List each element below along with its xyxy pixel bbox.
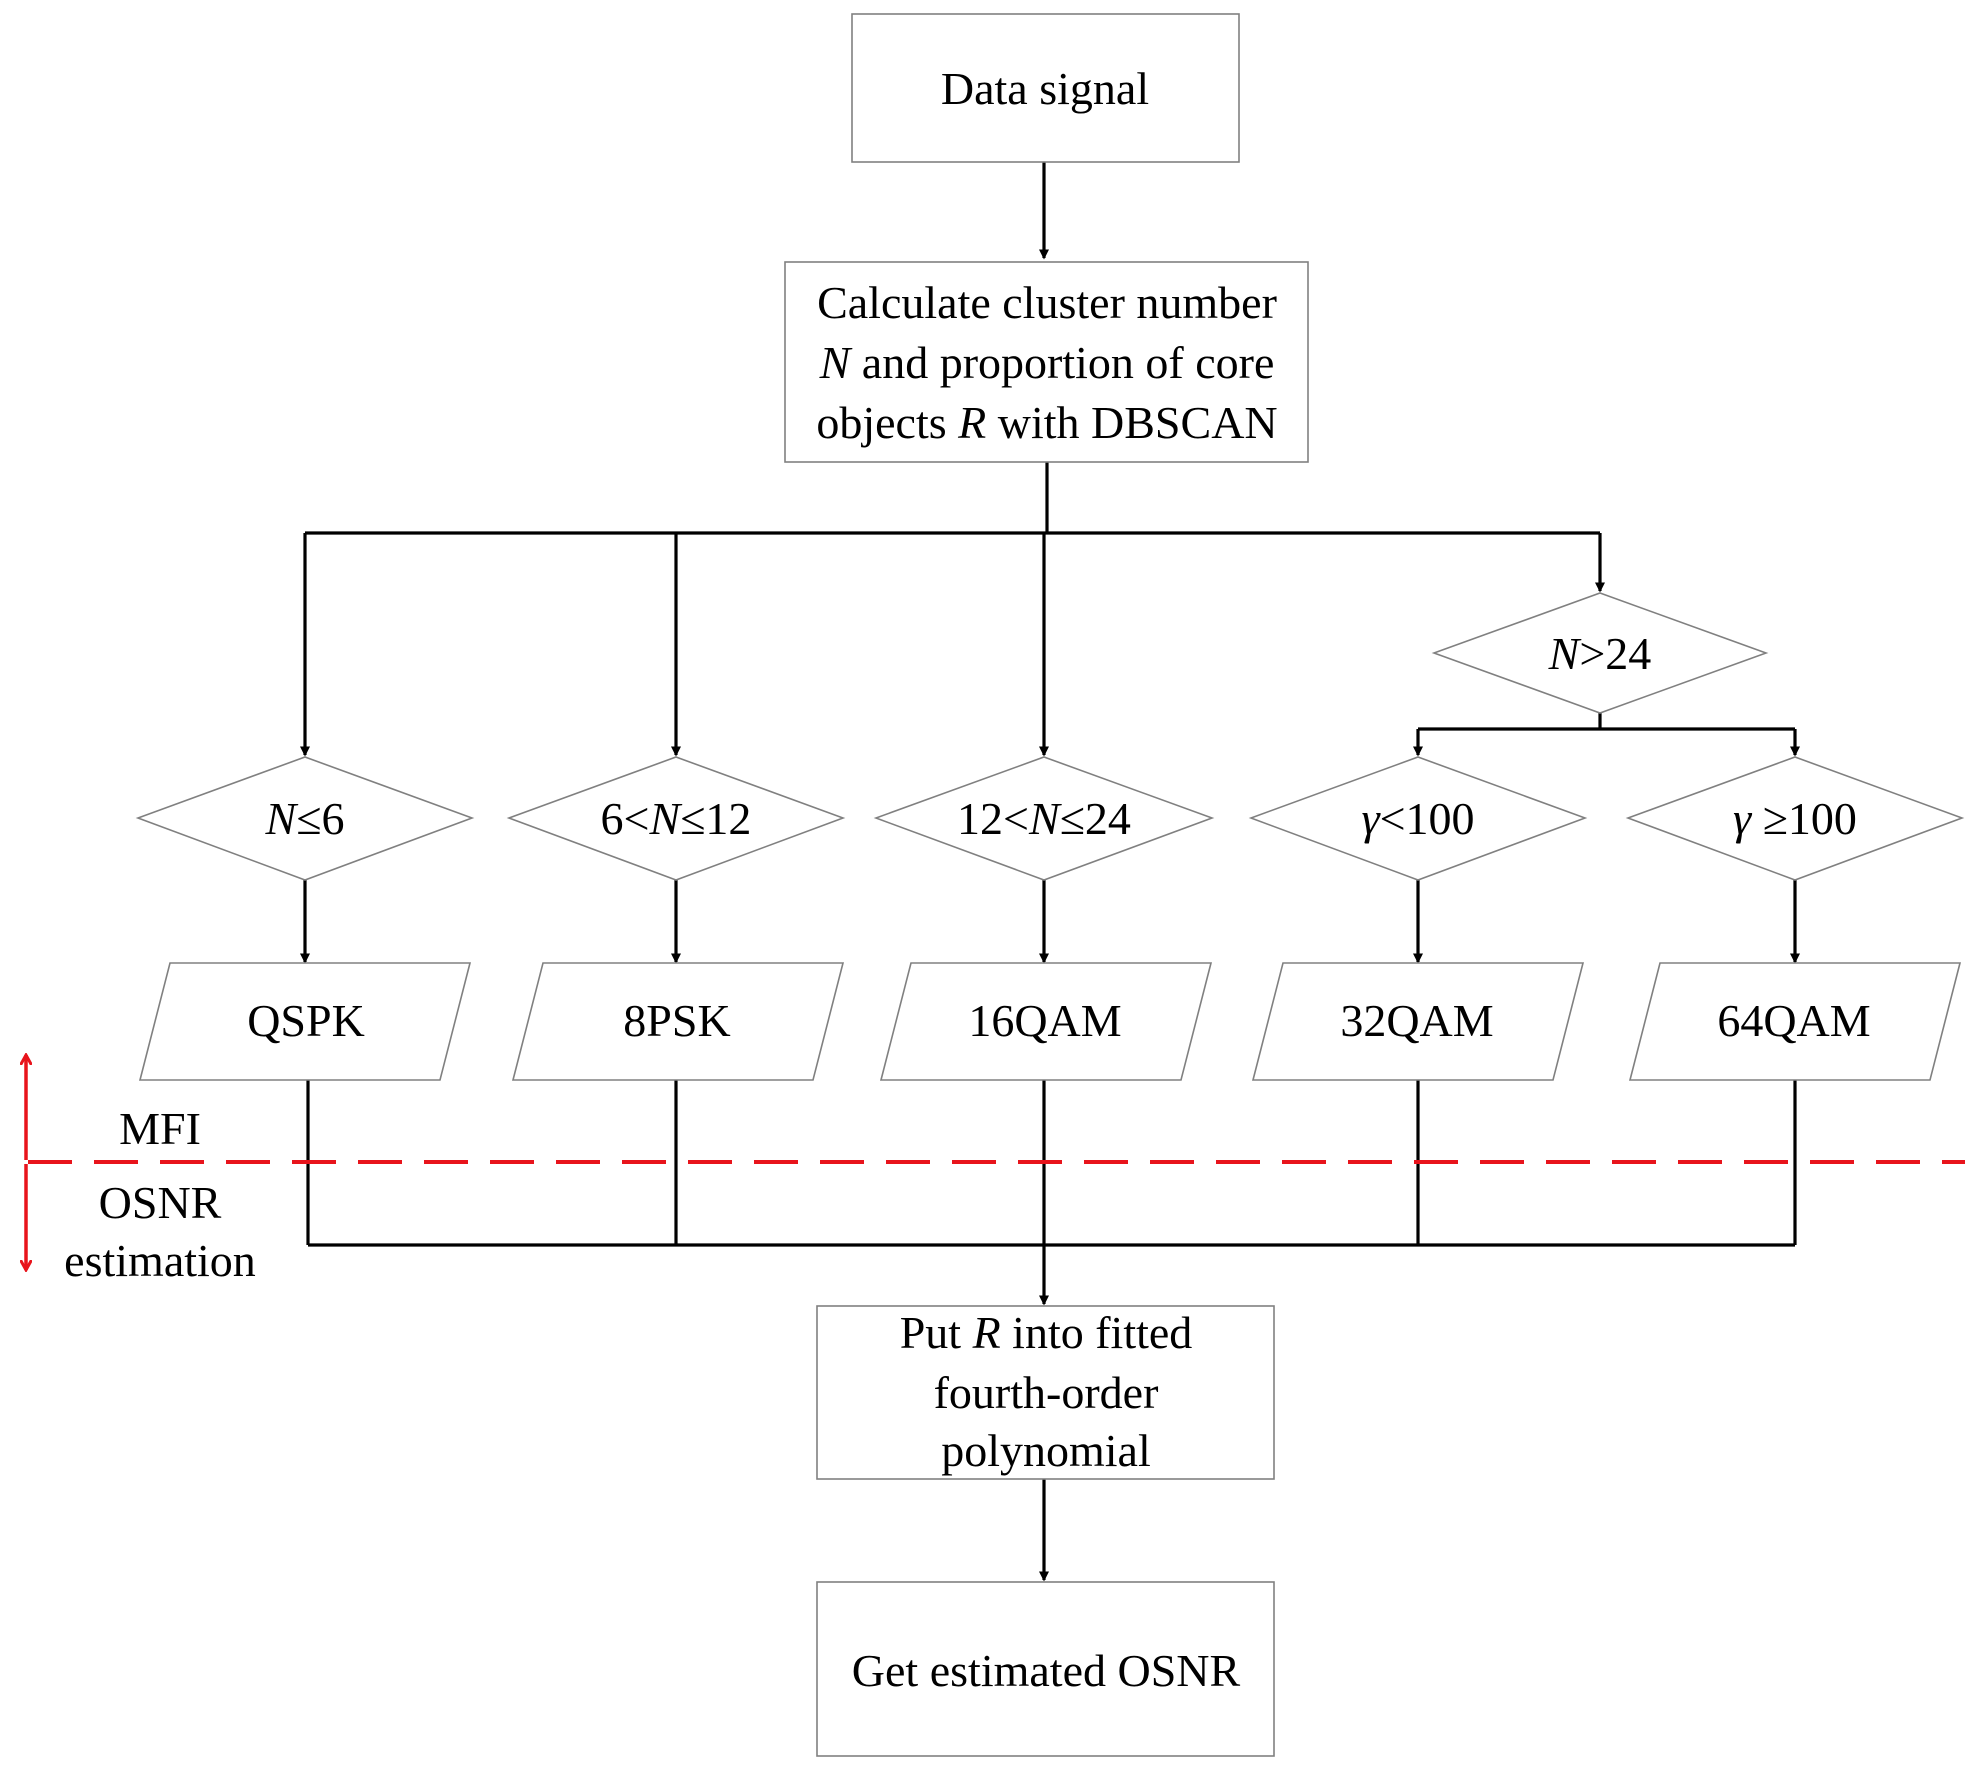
decision-12-n-24: 12<N≤24	[873, 756, 1215, 881]
output-64qam: 64QAM	[1628, 962, 1962, 1081]
decision-gamma-ge-100: γ ≥100	[1625, 756, 1965, 881]
polynomial-line-3: polynomial	[941, 1425, 1151, 1476]
data-signal-label: Data signal	[941, 63, 1149, 114]
decision-n-le-6: N≤6	[135, 756, 475, 881]
result-label: Get estimated OSNR	[852, 1645, 1241, 1696]
output-16qam: 16QAM	[879, 962, 1213, 1081]
box-data-signal: Data signal	[851, 13, 1240, 163]
12-n-24-label: 12<N≤24	[957, 793, 1131, 844]
n-gt-24-label: N>24	[1548, 628, 1652, 679]
8psk-label: 8PSK	[623, 995, 730, 1046]
dbscan-line-2: N and proportion of core	[819, 337, 1275, 388]
connectors	[300, 162, 1800, 1582]
output-32qam: 32QAM	[1251, 962, 1585, 1081]
dbscan-line-3: objects R with DBSCAN	[816, 397, 1277, 448]
box-polynomial: Put R into fitted fourth-order polynomia…	[816, 1305, 1275, 1480]
16qam-label: 16QAM	[968, 995, 1121, 1046]
decision-6-n-12: 6<N≤12	[506, 756, 846, 881]
32qam-label: 32QAM	[1340, 995, 1493, 1046]
label-osnr: OSNR	[99, 1177, 222, 1228]
polynomial-line-2: fourth-order	[934, 1367, 1159, 1418]
box-result: Get estimated OSNR	[816, 1581, 1275, 1757]
n-le-6-label: N≤6	[265, 793, 345, 844]
6-n-12-label: 6<N≤12	[601, 793, 752, 844]
box-dbscan: Calculate cluster number N and proportio…	[784, 261, 1309, 463]
gamma-lt-100-label: γ<100	[1361, 793, 1474, 844]
gamma-ge-100-label: γ ≥100	[1733, 793, 1857, 844]
label-estimation: estimation	[64, 1235, 256, 1286]
dbscan-line-1: Calculate cluster number	[817, 277, 1277, 328]
output-qpsk: QSPK	[138, 962, 472, 1081]
label-mfi: MFI	[119, 1103, 201, 1154]
qpsk-label: QSPK	[247, 995, 365, 1046]
stage-divider: MFI OSNR estimation	[26, 1055, 1965, 1286]
64qam-label: 64QAM	[1717, 995, 1870, 1046]
decision-gamma-lt-100: γ<100	[1248, 756, 1588, 881]
output-8psk: 8PSK	[511, 962, 845, 1081]
decision-n-gt-24: N>24	[1431, 592, 1769, 714]
polynomial-line-1: Put R into fitted	[900, 1307, 1193, 1358]
